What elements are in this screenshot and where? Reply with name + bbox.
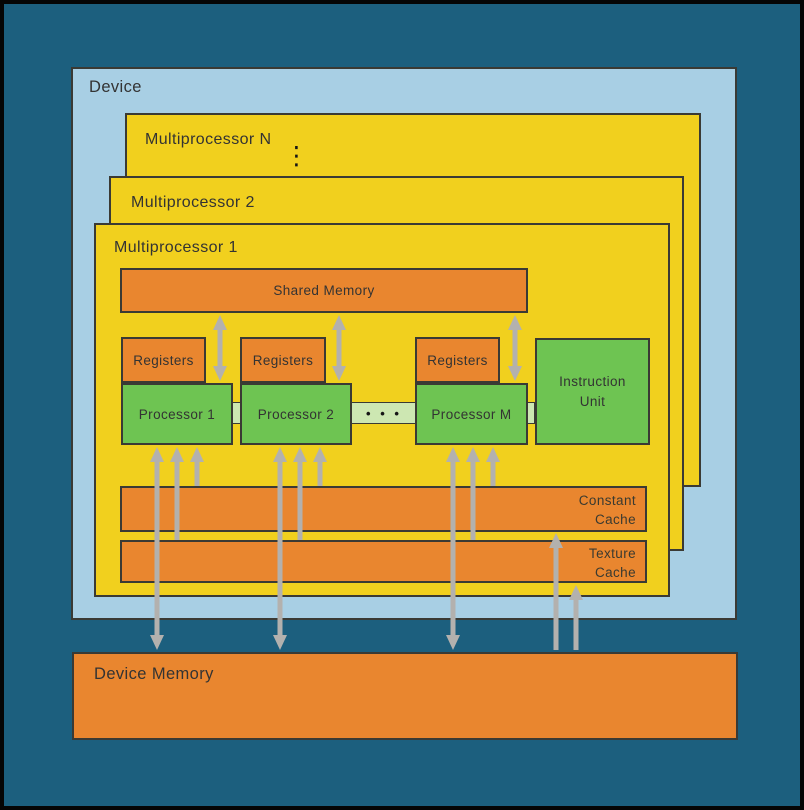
processor-1-label: Processor 1 [138, 406, 216, 422]
shared-memory-label: Shared Memory [273, 283, 375, 298]
texture-cache-box: Texture Cache [120, 540, 647, 583]
registers-m-label: Registers [427, 352, 488, 368]
multiprocessor-n-label: Multiprocessor N [145, 131, 272, 148]
registers-1-box: Registers [121, 337, 206, 383]
device-memory-box: Device Memory [72, 652, 738, 740]
multiprocessor-2-label: Multiprocessor 2 [131, 194, 255, 211]
registers-2-box: Registers [240, 337, 326, 383]
registers-2-label: Registers [252, 352, 314, 368]
processor-2-label: Processor 2 [257, 406, 335, 422]
device-label: Device [89, 78, 142, 96]
texture-cache-label: Texture Cache [589, 544, 636, 582]
registers-m-box: Registers [415, 337, 500, 383]
multiprocessor-1-label: Multiprocessor 1 [114, 239, 238, 256]
instruction-unit-label: Instruction Unit [559, 372, 626, 412]
horizontal-ellipsis: • • • [366, 405, 402, 421]
constant-cache-box: Constant Cache [120, 486, 647, 532]
instruction-unit-line2: Unit [579, 393, 606, 409]
vertical-ellipsis: ⋮ [284, 141, 309, 170]
processor-2-box: Processor 2 [240, 383, 352, 445]
shared-memory-box: Shared Memory [120, 268, 528, 313]
processor-m-box: Processor M [415, 383, 528, 445]
texture-cache-line1: Texture [588, 546, 636, 561]
instruction-unit-box: Instruction Unit [535, 338, 650, 445]
processor-m-label: Processor M [431, 406, 512, 422]
device-memory-label: Device Memory [94, 665, 214, 683]
registers-1-label: Registers [133, 352, 194, 368]
constant-cache-line2: Cache [594, 512, 636, 527]
processor-1-box: Processor 1 [121, 383, 233, 445]
instruction-unit-line1: Instruction [559, 373, 626, 389]
texture-cache-line2: Cache [594, 565, 636, 580]
constant-cache-label: Constant Cache [579, 491, 636, 529]
constant-cache-line1: Constant [578, 493, 636, 508]
